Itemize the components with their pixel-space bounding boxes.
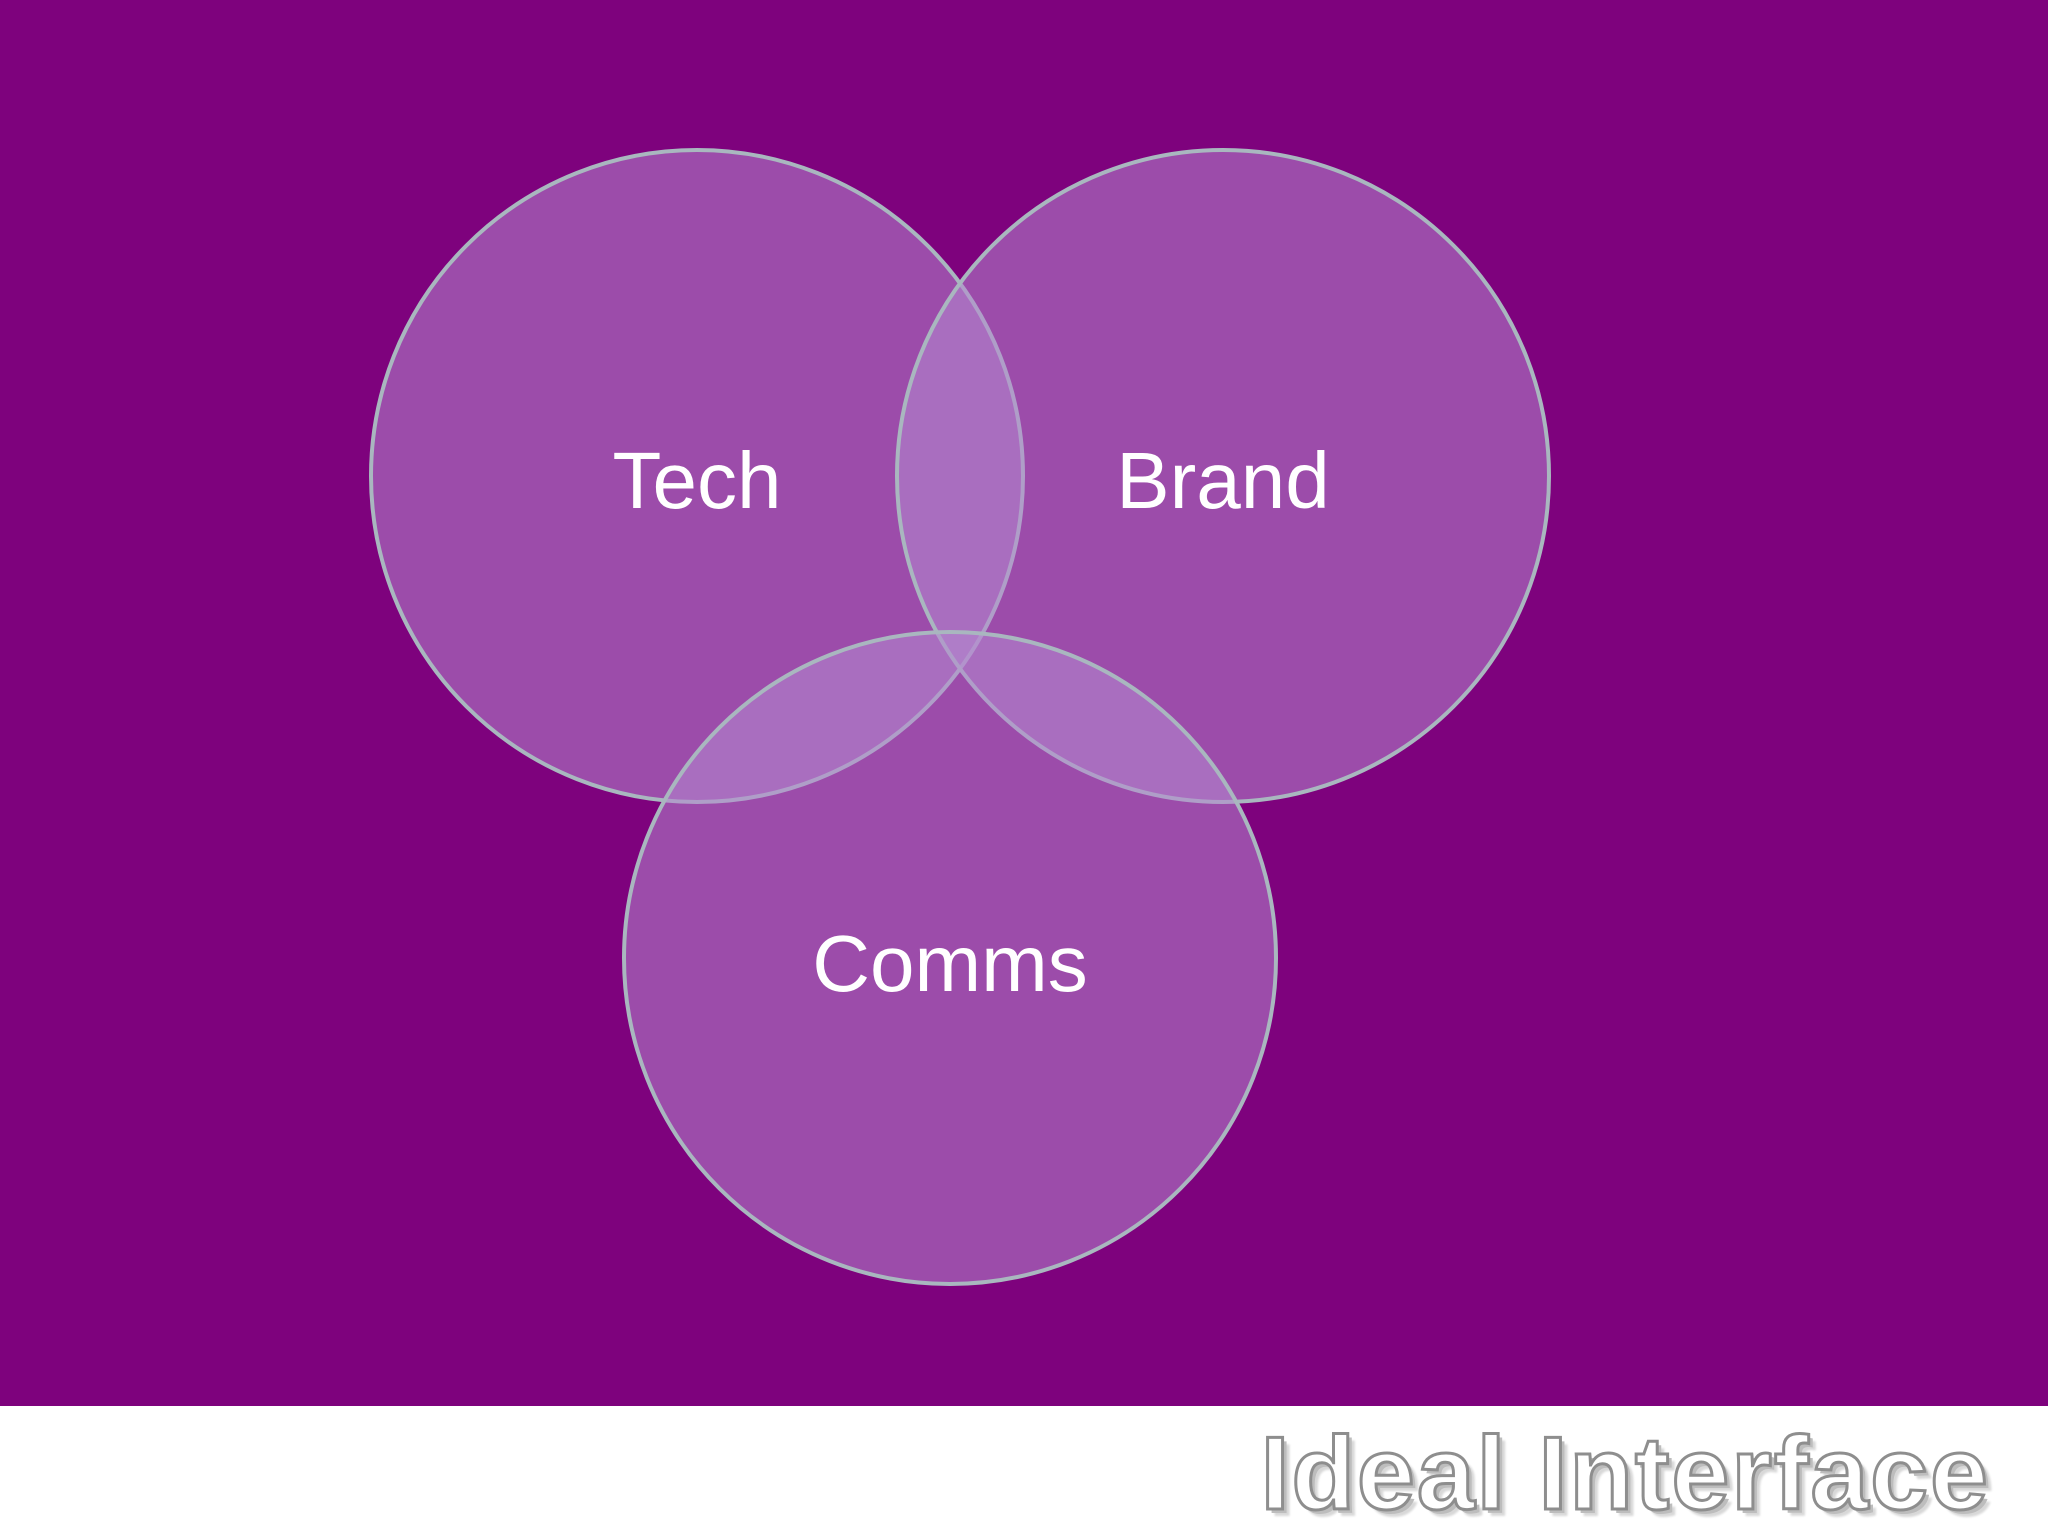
footer-bar: [0, 1406, 2048, 1536]
venn-circle-comms: [622, 630, 1278, 1286]
venn-label-brand: Brand: [1116, 436, 1329, 525]
venn-diagram: Tech Brand Comms: [369, 148, 1551, 1286]
venn-label-comms: Comms: [812, 919, 1088, 1008]
venn-label-tech: Tech: [613, 436, 782, 525]
ideal-interface-logo: Ideal Interface: [1259, 1416, 1990, 1532]
